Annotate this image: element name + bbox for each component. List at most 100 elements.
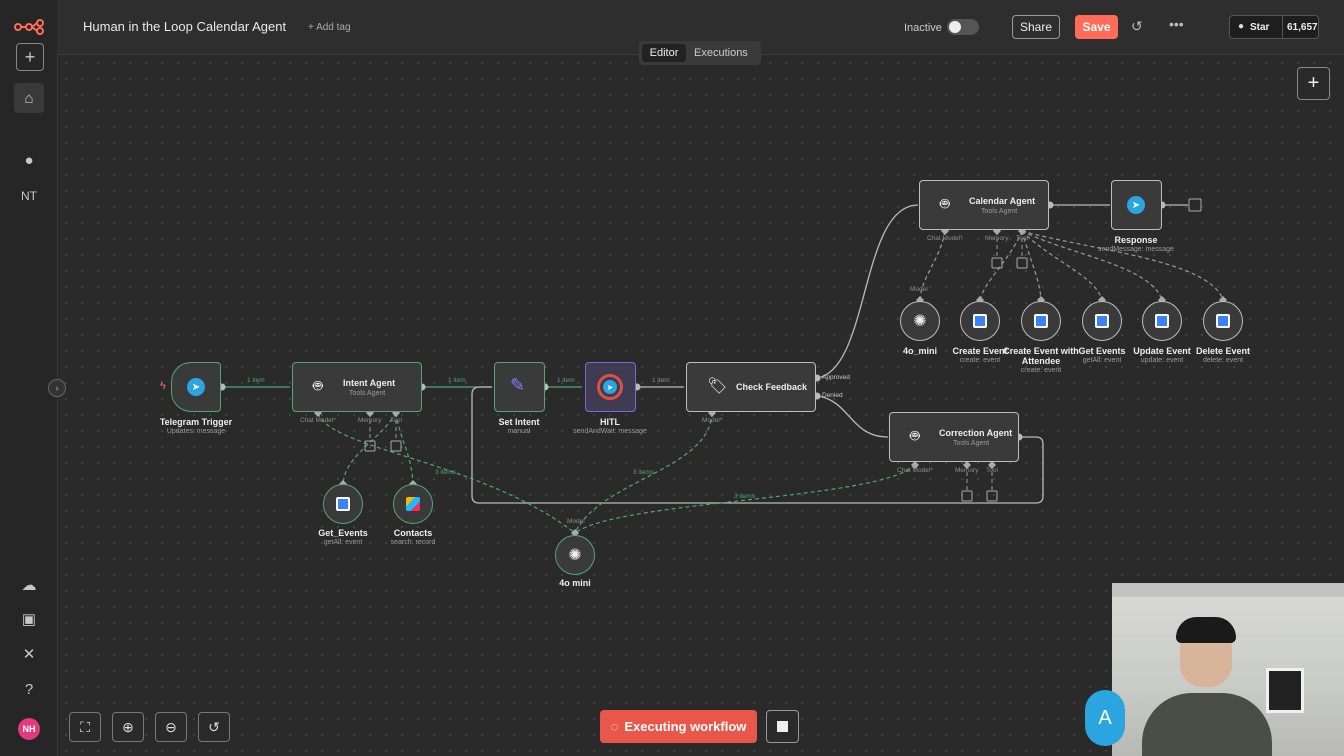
google-calendar-icon [1155,314,1169,328]
node-subtitle: create: event [1020,367,1062,374]
node-subtitle: Tools Agent [981,208,1018,215]
robot-icon: 🤖︎ [910,428,920,445]
editor-tabs: Editor Executions [639,41,761,65]
history-icon[interactable]: ↺ [1131,18,1143,34]
share-button[interactable]: Share [1012,15,1060,39]
executing-workflow-button[interactable]: ◌ Executing workflow [600,710,757,743]
mini-left-node[interactable]: ✺ [555,535,595,575]
n8n-logo-icon[interactable] [14,12,44,42]
save-button[interactable]: Save [1075,15,1118,39]
github-star-count: 61,657 [1287,22,1318,33]
openai-icon: ✺ [913,313,927,330]
tag-icon: 🏷︎ [707,378,728,395]
google-calendar-icon [973,314,987,328]
node-title: Intent Agent [343,378,396,388]
fit-view-button[interactable]: ⛶ [69,712,101,742]
get-events-left-node[interactable] [323,484,363,524]
home-icon[interactable]: ⌂ [14,83,44,113]
node-subtitle: Updates: message [166,428,226,435]
cloud-icon[interactable]: ☁ [21,577,37,594]
add-node-button[interactable]: + [1297,67,1330,100]
node-title: 4o_mini [902,346,938,356]
delete-event-node[interactable] [1203,301,1243,341]
active-toggle[interactable] [947,19,979,35]
google-calendar-icon [1095,314,1109,328]
add-tag-link[interactable]: + Add tag [308,22,351,33]
node-title: Telegram Trigger [159,417,233,427]
google-calendar-icon [336,497,350,511]
node-subtitle: delete: event [1202,357,1244,364]
openai-icon: ✺ [568,547,582,564]
correction-agent-node[interactable]: 🤖︎ Correction Agent Tools Agent [889,412,1019,462]
github-icon: ● [1238,21,1245,32]
node-title: Create Event [952,346,1008,356]
refresh-icon: ➤ [597,374,623,400]
node-title: Get Events [1078,346,1126,356]
mini-right-node[interactable]: ✺ [900,301,940,341]
templates-icon[interactable]: ▣ [21,611,37,628]
set-intent-node[interactable]: ✎ [494,362,545,412]
port-label: Tool [1016,235,1028,242]
node-subtitle: sendAndWait: message [573,428,647,435]
tab-editor[interactable]: Editor [642,44,686,62]
stop-execution-button[interactable] [766,710,799,743]
node-subtitle: create: event [959,357,1001,364]
google-calendar-icon [1034,314,1048,328]
hitl-node[interactable]: ➤ [585,362,636,412]
port-label: Model* [702,417,723,424]
user-icon[interactable]: ● [24,151,34,169]
node-title: Response [1114,235,1158,245]
contacts-node[interactable] [393,484,433,524]
telegram-trigger-node[interactable]: ➤ [171,362,221,412]
edge-label: 3 items [734,493,755,500]
telegram-icon: ➤ [1127,196,1145,214]
user-avatar[interactable]: NH [18,718,40,740]
add-workflow-button[interactable]: + [16,43,44,71]
calendar-agent-node[interactable]: 🤖︎ Calendar Agent Tools Agent [919,180,1049,230]
left-sidebar: + ⌂ ● NT ☁ ▣ ✕ ? NH › [0,0,66,756]
port-label: Memory [955,467,979,474]
node-subtitle: Tools Agent [953,440,990,447]
status-label: Inactive [904,22,942,34]
stop-icon [777,721,788,732]
check-feedback-node[interactable]: 🏷︎ Check Feedback [686,362,816,412]
edge-label: 3 items [633,469,654,476]
zoom-in-button[interactable]: ⊕ [112,712,144,742]
tab-executions[interactable]: Executions [694,47,748,59]
node-title: Calendar Agent [969,196,1036,206]
project-nt[interactable]: NT [21,189,37,203]
assistant-avatar[interactable]: A [1085,690,1125,746]
port-label: Tool [390,417,402,424]
node-title: 4o mini [559,578,591,588]
create-event-node[interactable] [960,301,1000,341]
reset-zoom-button[interactable]: ↺ [198,712,230,742]
spinner-icon: ◌ [610,719,619,734]
webcam-overlay [1112,583,1344,756]
create-event-attendee-node[interactable] [1021,301,1061,341]
google-calendar-icon [1216,314,1230,328]
node-title: Contacts [393,528,433,538]
more-options-icon[interactable]: ••• [1169,16,1184,32]
node-subtitle: manual [507,428,531,435]
node-title: Set Intent [498,417,540,427]
response-node[interactable]: ➤ [1111,180,1162,230]
person-hair [1176,617,1236,643]
port-label: Memory [985,235,1009,242]
zoom-out-button[interactable]: ⊖ [155,712,187,742]
robot-icon: 🤖︎ [940,196,950,213]
port-label: Memory [358,417,382,424]
help-icon[interactable]: ? [24,680,34,698]
executing-label: Executing workflow [624,719,747,734]
update-event-node[interactable] [1142,301,1182,341]
port-label: Tool [986,467,998,474]
node-title: Check Feedback [736,382,808,392]
intent-agent-node[interactable]: 🤖︎ Intent Agent Tools Agent [292,362,422,412]
node-subtitle: search: record [390,539,436,546]
get-events-right-node[interactable] [1082,301,1122,341]
port-label: Chat Model* [897,467,933,474]
variables-icon[interactable]: ✕ [22,646,36,663]
port-label: Chat Model* [927,235,963,242]
expand-sidebar-icon[interactable]: › [48,379,66,397]
workflow-title[interactable]: Human in the Loop Calendar Agent [83,19,287,34]
github-star-widget[interactable]: ● Star 61,657 [1229,15,1319,39]
